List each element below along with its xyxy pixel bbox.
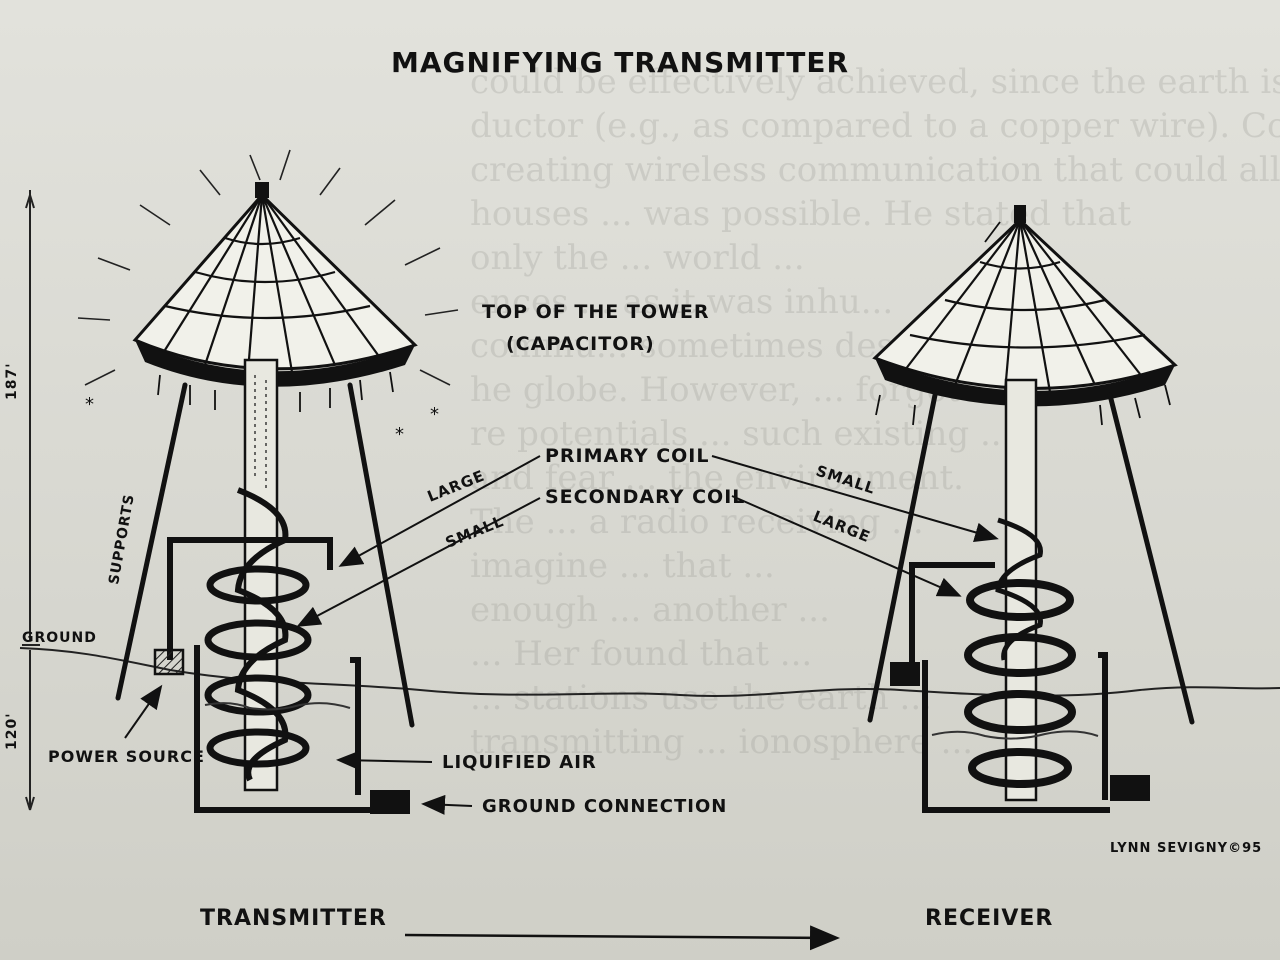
bleed-through-line: ... Her found that ... <box>470 634 813 674</box>
bleed-through-line: enough ... another ... <box>470 590 830 630</box>
label-secondary-coil: SECONDARY COIL <box>545 486 745 508</box>
spark-rays-icon <box>77 149 459 386</box>
receiver-tower <box>867 205 1195 813</box>
bleed-through-text: could be effectively achieved, since the… <box>470 60 1280 764</box>
label-primary-coil: PRIMARY COIL <box>545 445 709 467</box>
bleed-through-line: The ... a radio receiving ... <box>470 502 924 542</box>
ground-connection-box <box>370 790 410 814</box>
label-top-of-tower: TOP OF THE TOWER <box>482 301 710 323</box>
label-transmitter: TRANSMITTER <box>200 906 387 931</box>
bleed-through-line: and fear ... the environment. <box>470 458 964 498</box>
label-large-right: LARGE <box>811 507 874 546</box>
label-capacitor: (CAPACITOR) <box>506 333 655 355</box>
signature: LYNN SEVIGNY©95 <box>1110 841 1262 856</box>
svg-text:*: * <box>85 394 94 415</box>
label-liquified-air: LIQUIFIED AIR <box>442 752 597 773</box>
label-supports: SUPPORTS <box>106 493 138 586</box>
bleed-through-line: ences ... as it was inhu... <box>470 282 894 322</box>
bleed-through-line: imagine ... that ... <box>470 546 775 586</box>
transmitter-tower: * * * <box>77 149 459 814</box>
height-label-120: 120' <box>4 712 20 750</box>
diagram-title: MAGNIFYING TRANSMITTER <box>391 46 849 79</box>
bleed-through-line: transmitting ... ionosphere ... <box>470 722 974 762</box>
svg-text:*: * <box>395 424 404 445</box>
height-label-187: 187' <box>4 362 20 400</box>
svg-text:*: * <box>430 404 439 425</box>
power-source-box <box>153 648 185 676</box>
transmitter-to-receiver-arrow <box>404 925 840 951</box>
label-ground: GROUND <box>22 630 97 646</box>
label-small-right: SMALL <box>814 462 878 498</box>
label-small-left: SMALL <box>443 512 507 552</box>
bleed-through-line: ductor (e.g., as compared to a copper wi… <box>470 106 1280 146</box>
bleed-through-line: only the ... world ... <box>470 238 805 278</box>
label-receiver: RECEIVER <box>925 906 1053 931</box>
label-large-left: LARGE <box>425 466 488 505</box>
bleed-through-line: creating wireless communication that cou… <box>470 150 1280 190</box>
bleed-through-line: ... stations use the earth ... <box>470 678 932 718</box>
label-power-source: POWER SOURCE <box>48 747 205 766</box>
label-ground-connection: GROUND CONNECTION <box>482 796 727 817</box>
bleed-through-line: could be effectively achieved, since the… <box>470 62 1280 102</box>
height-scale <box>22 190 40 811</box>
